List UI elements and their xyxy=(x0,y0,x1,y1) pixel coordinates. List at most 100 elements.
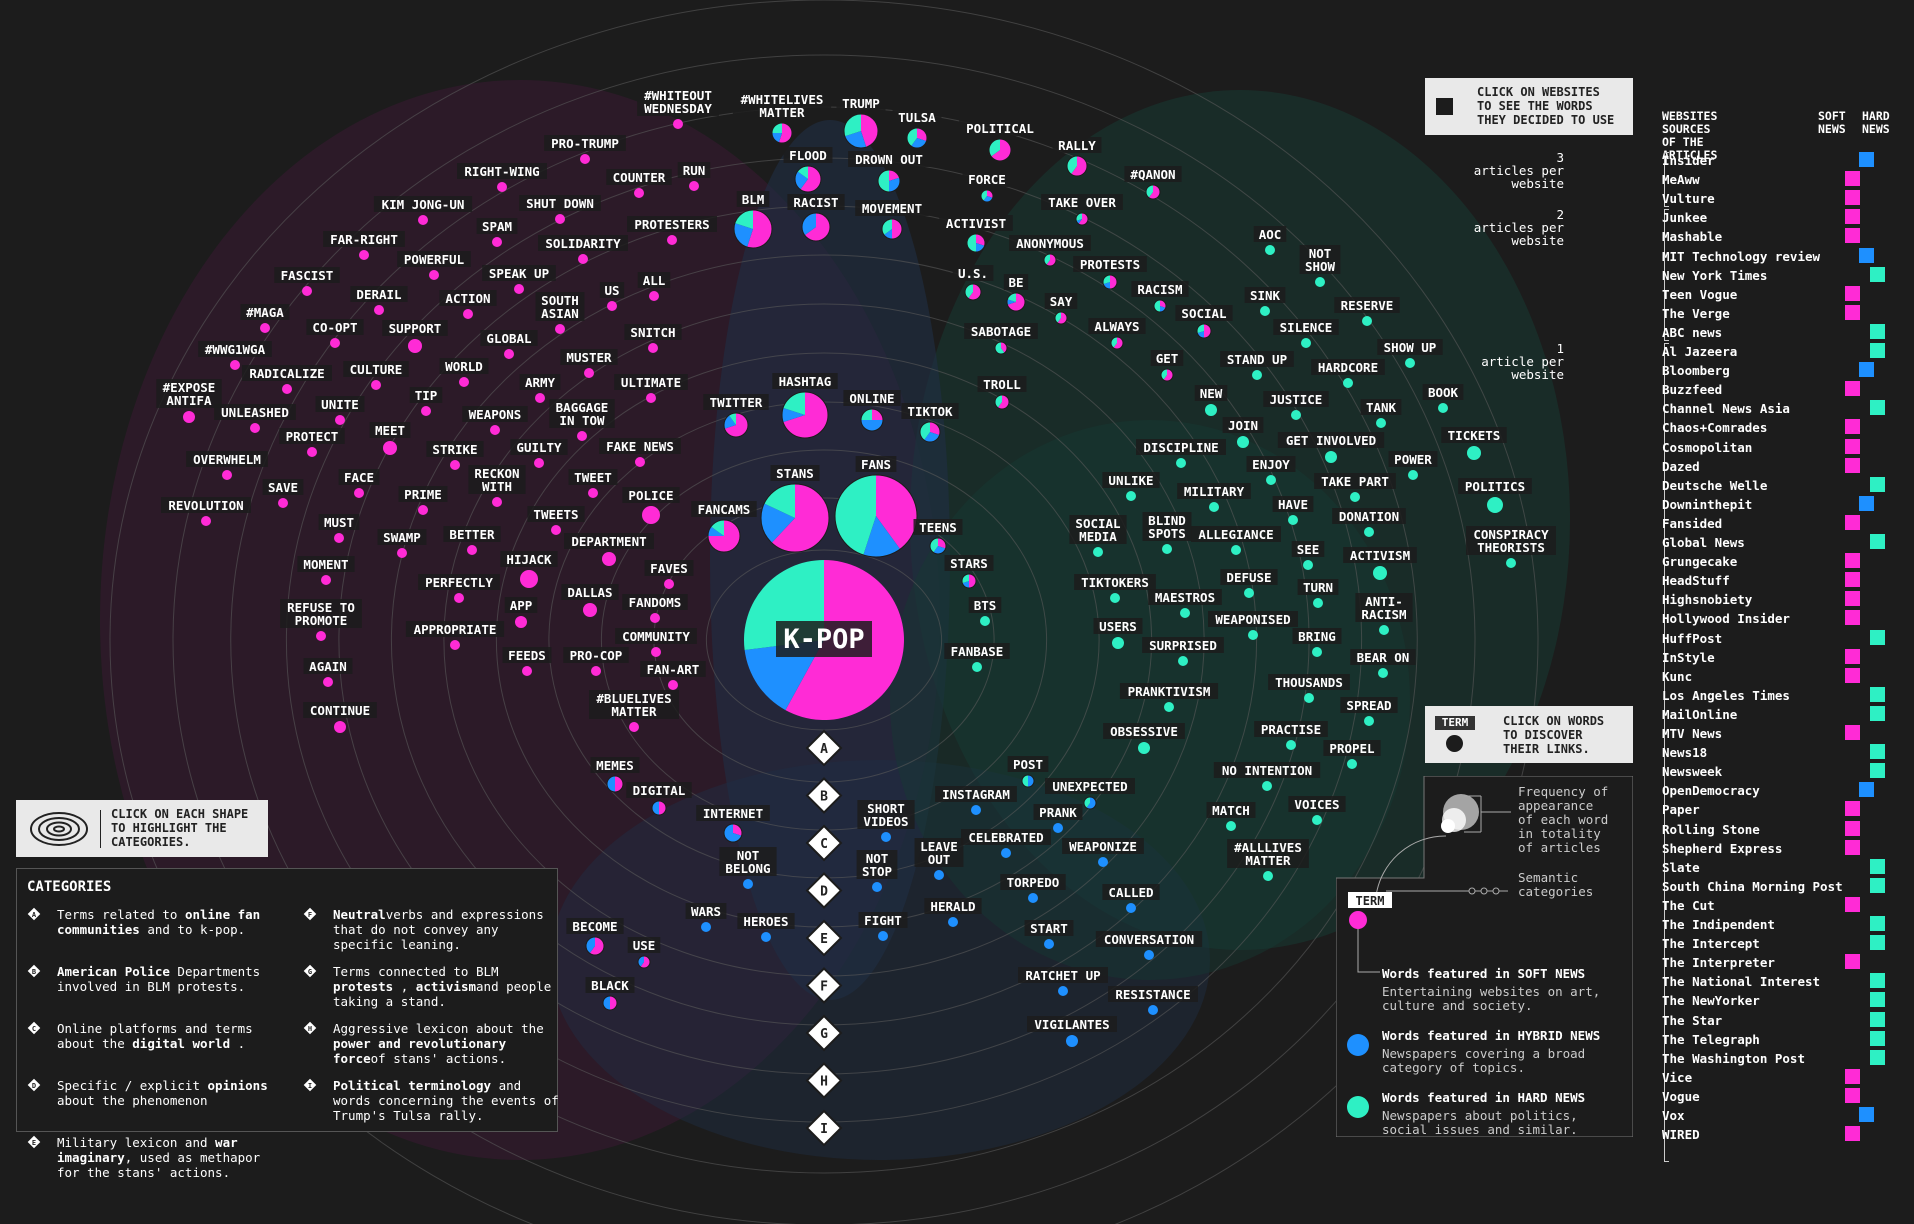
word-node[interactable]: FACE xyxy=(338,469,380,498)
source-website[interactable]: Newsweek xyxy=(1662,764,1723,780)
word-dot[interactable] xyxy=(689,181,699,191)
word-node[interactable]: DALLAS xyxy=(561,584,619,617)
word-pie-slice[interactable] xyxy=(1154,300,1160,312)
word-pie-slice[interactable] xyxy=(976,234,985,246)
word-node[interactable]: AGAIN xyxy=(303,658,353,687)
source-website[interactable]: Junkee xyxy=(1662,210,1708,226)
word-dot[interactable] xyxy=(1266,475,1276,485)
word-node[interactable]: SURPRISED xyxy=(1142,637,1224,666)
word-dot[interactable] xyxy=(1044,939,1054,949)
word-node[interactable]: USERS xyxy=(1093,618,1143,649)
word-dot[interactable] xyxy=(316,631,326,641)
word-node[interactable]: COMMUNITY xyxy=(615,628,697,657)
word-pie-slice[interactable] xyxy=(747,210,773,249)
word-node[interactable]: FANS xyxy=(834,456,918,558)
word-node[interactable]: #MAGA xyxy=(240,304,290,333)
word-node[interactable]: RADICALIZE xyxy=(242,365,332,394)
word-node[interactable]: AOC xyxy=(1253,226,1287,255)
word-dot[interactable] xyxy=(1226,821,1236,831)
word-dot[interactable] xyxy=(1252,370,1262,380)
word-pie-slice[interactable] xyxy=(802,213,816,236)
word-node[interactable]: GET INVOLVED xyxy=(1277,432,1385,463)
word-dot[interactable] xyxy=(450,640,460,650)
word-dot[interactable] xyxy=(607,301,617,311)
word-dot[interactable] xyxy=(1313,598,1323,608)
word-node[interactable]: #WWG1WGA xyxy=(198,341,272,370)
source-website[interactable]: Los Angeles Times xyxy=(1662,687,1790,703)
word-node[interactable]: RIGHT-WING xyxy=(457,163,547,192)
word-dot[interactable] xyxy=(504,349,514,359)
word-dot[interactable] xyxy=(1176,458,1186,468)
word-dot[interactable] xyxy=(1126,491,1136,501)
word-dot[interactable] xyxy=(1288,515,1298,525)
word-dot[interactable] xyxy=(1180,608,1190,618)
source-website[interactable]: The Indipendent xyxy=(1662,917,1775,932)
word-pie-slice[interactable] xyxy=(1028,775,1034,787)
word-dot[interactable] xyxy=(634,188,644,198)
category-ring[interactable] xyxy=(109,0,1539,1224)
word-node[interactable]: FAVES xyxy=(644,560,694,589)
word-node[interactable]: BEAR ON xyxy=(1350,649,1416,678)
source-website[interactable]: InStyle xyxy=(1662,649,1715,665)
word-node[interactable]: SHUT DOWN xyxy=(519,195,601,224)
word-node[interactable]: MEMES xyxy=(590,757,640,793)
word-node[interactable]: PRANK xyxy=(1033,804,1083,833)
word-node[interactable]: COUNTER xyxy=(606,169,672,198)
word-dot[interactable] xyxy=(651,647,661,657)
word-pie-slice[interactable] xyxy=(1113,337,1123,349)
word-node[interactable]: PRANKTIVISM xyxy=(1119,683,1219,712)
word-dot[interactable] xyxy=(1315,277,1325,287)
word-dot[interactable] xyxy=(872,882,882,892)
word-dot[interactable] xyxy=(591,666,601,676)
diamond-shape[interactable] xyxy=(805,824,843,862)
word-dot[interactable] xyxy=(1112,637,1124,649)
word-node[interactable]: GLOBAL xyxy=(480,330,538,359)
source-website[interactable]: Paper xyxy=(1662,802,1700,818)
word-pie-slice[interactable] xyxy=(863,516,901,557)
word-pie-slice[interactable] xyxy=(711,520,724,536)
word-node[interactable]: SILENCE xyxy=(1273,319,1339,348)
source-website[interactable]: Vulture xyxy=(1662,191,1715,207)
word-dot[interactable] xyxy=(1373,566,1387,580)
word-dot[interactable] xyxy=(1438,403,1448,413)
word-dot[interactable] xyxy=(450,460,460,470)
source-website[interactable]: Hollywood Insider xyxy=(1662,611,1790,627)
word-node[interactable]: NO INTENTION xyxy=(1213,762,1321,791)
word-pie-slice[interactable] xyxy=(795,171,808,190)
word-node[interactable]: ANONYMOUS xyxy=(1009,235,1091,267)
word-pie-slice[interactable] xyxy=(911,138,927,149)
word-pie-slice[interactable] xyxy=(781,407,805,423)
diamond-shape[interactable] xyxy=(805,919,843,957)
source-website[interactable]: Dazed xyxy=(1662,458,1700,474)
word-node[interactable]: US xyxy=(599,282,625,311)
word-node[interactable]: TAKE PART xyxy=(1314,473,1396,502)
word-dot[interactable] xyxy=(1148,1005,1158,1015)
word-node[interactable]: RACIST xyxy=(787,194,845,242)
word-node[interactable]: SEE xyxy=(1291,541,1325,570)
word-node[interactable]: FANCAMS xyxy=(691,501,757,553)
word-node[interactable]: PROTESTS xyxy=(1073,256,1147,290)
word-node[interactable]: HAVE xyxy=(1272,496,1314,525)
category-marker-f[interactable]: F xyxy=(805,967,843,1004)
word-node[interactable]: PROTECT xyxy=(279,428,345,457)
word-node[interactable]: FLOOD xyxy=(783,147,833,193)
word-dot[interactable] xyxy=(1364,716,1374,726)
word-dot[interactable] xyxy=(972,662,982,672)
word-node[interactable]: BTS xyxy=(968,597,1002,626)
word-node[interactable]: BRING xyxy=(1292,628,1342,657)
word-node[interactable]: NEW xyxy=(1194,385,1228,416)
source-website[interactable]: The Star xyxy=(1662,1012,1723,1028)
word-pie-slice[interactable] xyxy=(997,395,1009,409)
word-node[interactable]: HIJACK xyxy=(500,551,558,588)
word-node[interactable]: RESERVE xyxy=(1334,297,1400,326)
word-dot[interactable] xyxy=(1405,358,1415,368)
word-dot[interactable] xyxy=(1378,668,1388,678)
word-node[interactable]: MUSTER xyxy=(560,349,618,378)
word-dot[interactable] xyxy=(1376,418,1386,428)
word-dot[interactable] xyxy=(1162,544,1172,554)
source-website[interactable]: The Interpreter xyxy=(1662,955,1775,971)
